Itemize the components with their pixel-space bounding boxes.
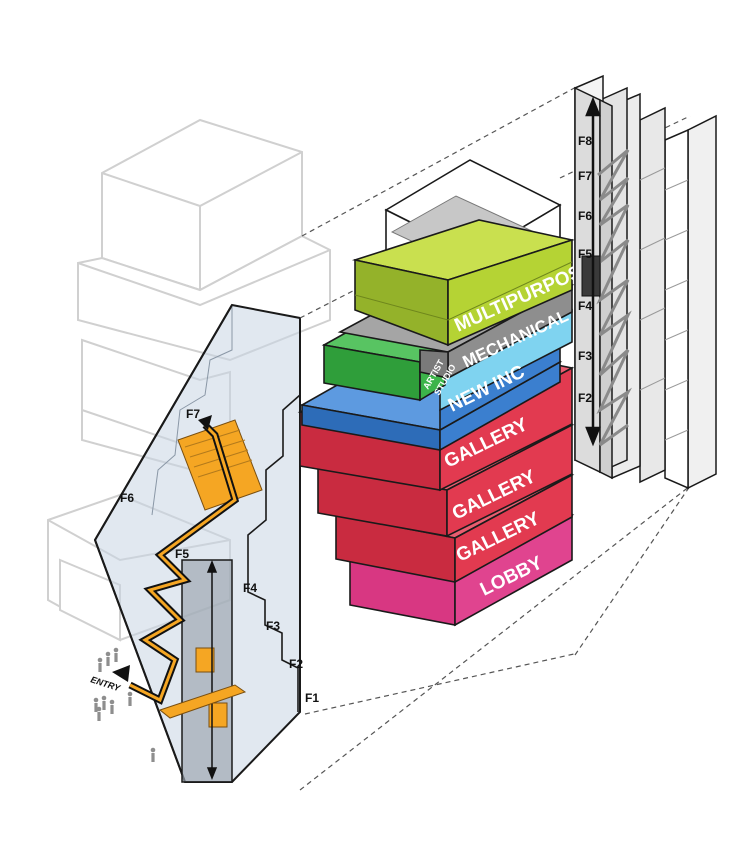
section-stair-path <box>596 148 632 447</box>
stepped-floor-profile <box>247 318 301 712</box>
elevator-cab-lower <box>208 702 228 728</box>
section-floor-label-f4: F4 <box>578 299 592 313</box>
section-floor-label-f8: F8 <box>578 134 592 148</box>
program-stack <box>297 159 576 627</box>
entry-arrow <box>112 665 130 682</box>
section-floor-label-f2: F2 <box>578 391 592 405</box>
floor-label-f3: F3 <box>266 619 280 633</box>
multipurpose-block <box>351 219 576 347</box>
floor-label-f6: F6 <box>120 491 134 505</box>
floor-label-f5: F5 <box>175 547 189 561</box>
entry-label: ENTRY <box>89 674 122 693</box>
section-floor-label-f7: F7 <box>578 169 592 183</box>
people-figures <box>93 647 156 762</box>
floor-label-f1: F1 <box>305 691 319 705</box>
section-vertical-arrow <box>585 96 601 447</box>
circulation-arrowhead <box>198 415 212 430</box>
glass-circulation-volume <box>93 303 301 783</box>
section-elevator-cab <box>581 255 601 297</box>
stair-landing-f2 <box>158 684 247 719</box>
floor-label-f7: F7 <box>186 407 200 421</box>
section-floor-label-f3: F3 <box>578 349 592 363</box>
section-floor-lines <box>639 167 689 441</box>
floor-label-f2: F2 <box>289 657 303 671</box>
section-floor-label-f5: F5 <box>578 247 592 261</box>
elevator-travel-arrow <box>206 559 218 781</box>
floor-label-f4: F4 <box>243 581 257 595</box>
elevator-cab-upper <box>195 647 215 673</box>
section-floor-label-f6: F6 <box>578 209 592 223</box>
